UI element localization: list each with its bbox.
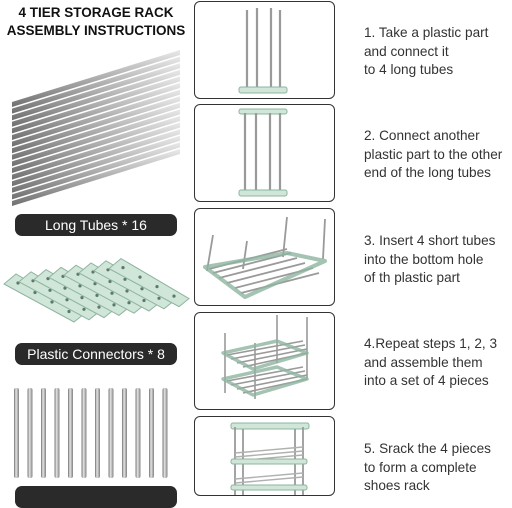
step-3-line-1: 3. Insert 4 short tubes (364, 233, 496, 248)
step-4-line-1: 4.Repeat steps 1, 2, 3 (364, 336, 498, 351)
short-tube (135, 388, 141, 478)
title-line-1: 4 TIER STORAGE RACK (18, 5, 174, 20)
long-tube (12, 76, 180, 134)
step-2-image (194, 104, 335, 202)
long-tube (12, 149, 180, 206)
step-4-line-3: into a set of 4 pieces (364, 373, 489, 388)
plastic-connectors-label: Plastic Connectors * 8 (15, 343, 177, 365)
step-1-line-1: 1. Take a plastic part (364, 25, 489, 40)
step-2-line-3: end of the long tubes (364, 165, 491, 180)
step-4-line-2: and assemble them (364, 354, 483, 370)
step-5-text: 5. Srack the 4 pieces to form a complete… (364, 440, 512, 496)
title-line-2: ASSEMBLY INSTRUCTIONS (6, 23, 186, 38)
long-tube (12, 102, 180, 160)
step-1-text: 1. Take a plastic part and connect it to… (364, 24, 512, 80)
step-1-line-2: and connect it (364, 43, 449, 59)
short-tube (54, 388, 60, 478)
step-3-line-3: of th plastic part (364, 270, 460, 285)
long-tube (12, 56, 180, 114)
step-5-line-1: 5. Srack the 4 pieces (364, 441, 491, 456)
step-2-line-1: 2. Connect another (364, 128, 480, 143)
short-tube (149, 388, 154, 478)
step-5-line-3: shoes rack (364, 478, 430, 493)
long-tube (12, 89, 180, 147)
long-tube (12, 69, 180, 127)
step-5-image (194, 416, 335, 496)
long-tubes-illustration (8, 44, 186, 212)
long-tube (12, 122, 180, 180)
short-tube (41, 388, 46, 478)
long-tube (12, 109, 180, 167)
long-tube (12, 50, 180, 107)
step-3-text: 3. Insert 4 short tubes into the bottom … (364, 232, 512, 288)
long-tube (12, 63, 180, 121)
step-2-text: 2. Connect another plastic part to the o… (364, 127, 512, 183)
step-2-line-2: plastic part to the other (364, 146, 503, 162)
short-tube (68, 388, 73, 478)
short-tube (81, 388, 87, 478)
step-4-text: 4.Repeat steps 1, 2, 3 and assemble them… (364, 335, 512, 391)
long-tube (12, 129, 180, 187)
long-tube (12, 83, 180, 140)
plastic-connectors-illustration (0, 252, 192, 332)
short-tube (108, 388, 114, 478)
step-1-line-3: to 4 long tubes (364, 62, 454, 77)
step-4-image (194, 312, 335, 410)
short-tube (122, 388, 127, 478)
short-tube (95, 388, 100, 478)
short-tube (27, 388, 33, 478)
step-5-line-2: to form a complete (364, 459, 477, 475)
long-tube (12, 142, 180, 200)
long-tubes-label: Long Tubes * 16 (15, 214, 177, 236)
short-tubes-illustration (12, 386, 182, 482)
long-tube (12, 116, 180, 173)
step-3-line-2: into the bottom hole (364, 251, 484, 267)
short-tubes-label-partial (15, 486, 177, 508)
step-3-image (194, 208, 335, 306)
plastic-connector (108, 257, 190, 308)
long-tube (12, 135, 180, 193)
page-title: 4 TIER STORAGE RACK ASSEMBLY INSTRUCTION… (4, 4, 188, 40)
short-tube (14, 388, 19, 478)
step-1-image (194, 1, 335, 99)
short-tube (162, 388, 168, 478)
long-tube (12, 96, 180, 154)
